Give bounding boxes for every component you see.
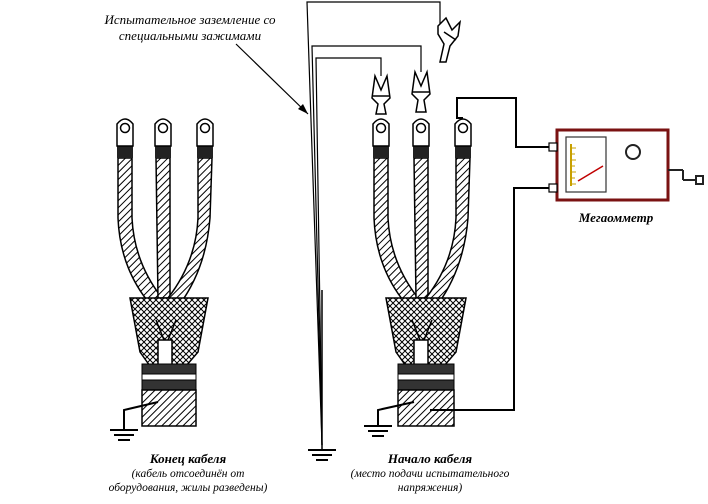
cable-start-lug-1 <box>372 118 390 158</box>
test-clamp-1 <box>371 73 391 115</box>
cable-start-ground-wire <box>377 401 415 426</box>
cable-end-caption: Конец кабеля (кабель отсоединён от обору… <box>88 451 288 495</box>
cable-start-caption: Начало кабеля (место подачи испытательно… <box>330 451 530 495</box>
test-ground-wires <box>306 1 441 450</box>
cable-end-band-2 <box>141 379 197 391</box>
megohmmeter-wires <box>430 97 551 411</box>
cable-end-assembly <box>110 118 214 441</box>
cable-start-band-2 <box>397 379 455 391</box>
cable-start-lug-2 <box>412 118 430 158</box>
cable-end-band-1 <box>141 363 197 375</box>
cable-end-note-line-1: (кабель отсоединён от <box>131 468 245 480</box>
test-ground-label: Испытательное заземление со специальными… <box>70 12 310 44</box>
cable-end-body <box>141 389 197 427</box>
cable-start-note-line-2: напряжения) <box>397 482 463 494</box>
cable-start-note-line-1: (место подачи испытательного <box>350 468 510 480</box>
test-ground-label-line-2: специальными зажимами <box>118 28 262 43</box>
cable-end-lug-1 <box>116 118 134 158</box>
cable-start-core-2 <box>413 157 429 299</box>
cable-start-title: Начало кабеля <box>387 451 473 466</box>
cable-end-lug-2 <box>154 118 172 158</box>
test-ground-symbol <box>308 449 336 461</box>
cable-start-lug-3 <box>454 118 472 158</box>
cable-start-core-1 <box>373 157 420 305</box>
cable-end-core-1 <box>117 157 164 305</box>
megohmmeter-terminal-1 <box>548 142 558 152</box>
cable-start-ground-symbol <box>364 425 392 437</box>
cable-end-note-line-2: оборудования, жилы разведены) <box>108 482 268 494</box>
megohmmeter-knob-icon[interactable] <box>625 144 641 160</box>
test-ground-leader <box>235 43 309 115</box>
cable-start-body <box>397 389 455 427</box>
megohmmeter-crank-icon[interactable] <box>668 169 704 185</box>
cable-end-title: Конец кабеля <box>149 451 227 466</box>
cable-start-band-1 <box>397 363 455 375</box>
megohmmeter-label: Мегаомметр <box>578 210 654 225</box>
megohmmeter <box>548 128 704 202</box>
cable-start-core-3 <box>424 157 471 305</box>
cable-end-ground-wire <box>123 401 159 430</box>
cable-end-lug-3 <box>196 118 214 158</box>
test-ground-label-line-1: Испытательное заземление со <box>104 12 276 27</box>
cable-end-core-3 <box>166 157 213 305</box>
megohmmeter-scale-window <box>565 136 607 193</box>
cable-start-assembly <box>364 118 472 437</box>
cable-end-core-2 <box>155 157 171 299</box>
test-clamp-2 <box>411 69 431 113</box>
megohmmeter-needle <box>577 165 604 182</box>
megohmmeter-terminal-2 <box>548 183 558 193</box>
cable-end-ground-symbol <box>110 429 138 441</box>
test-clamp-spare <box>437 16 462 63</box>
